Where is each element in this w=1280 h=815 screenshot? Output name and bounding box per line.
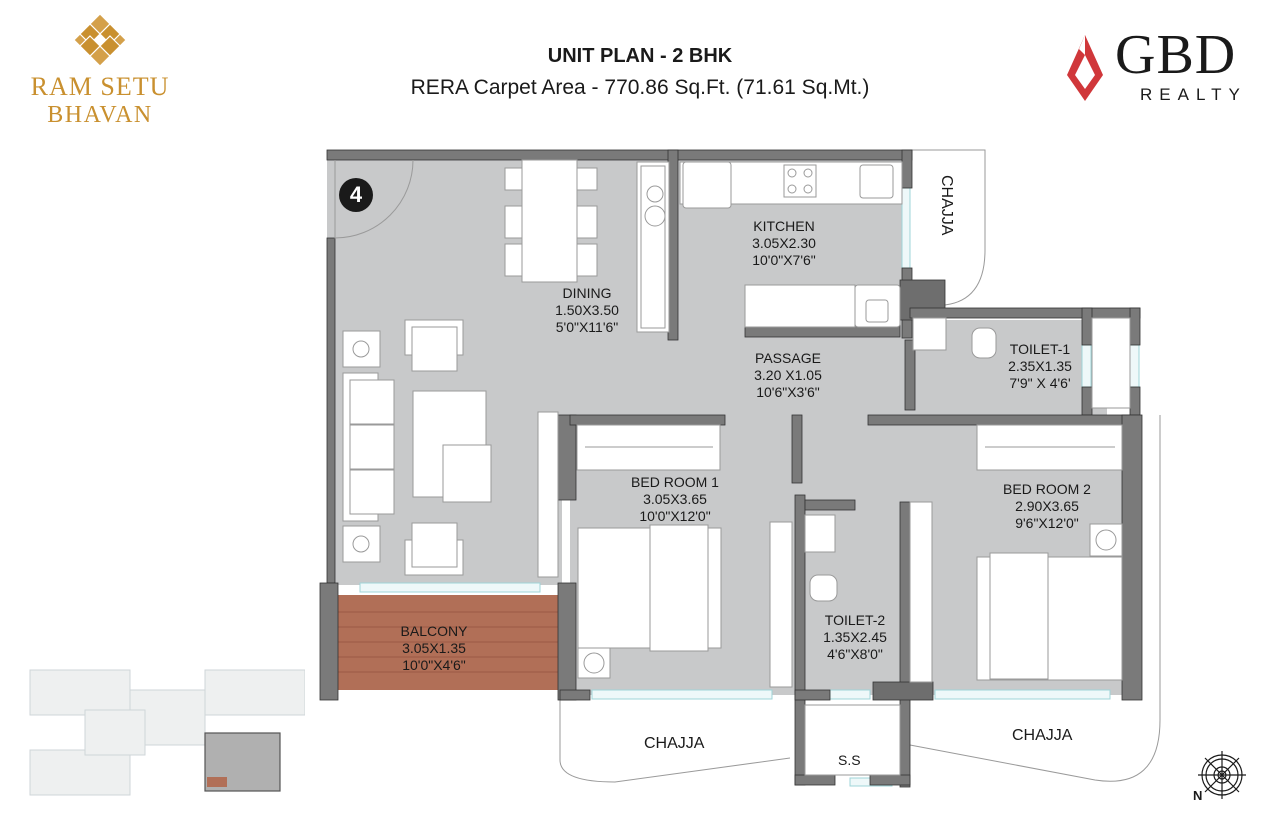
diamond-lattice-icon bbox=[73, 13, 127, 67]
chajja-label-left: CHAJJA bbox=[644, 735, 705, 752]
chajja-right-outline bbox=[909, 415, 1161, 782]
project-name-line2: BHAVAN bbox=[47, 102, 153, 128]
key-plan-thumbnail bbox=[29, 669, 305, 796]
highlighted-unit bbox=[204, 732, 281, 792]
bedroom2-furniture bbox=[909, 424, 1123, 683]
page-title: UNIT PLAN - 2 BHK bbox=[547, 45, 733, 67]
unit-number-badge: 4 bbox=[339, 178, 373, 212]
chajja-label-right: CHAJJA bbox=[1012, 727, 1073, 744]
project-logo: RAM SETU BHAVAN bbox=[20, 10, 180, 130]
bedroom1-furniture bbox=[576, 424, 793, 688]
project-name-line1: RAM SETU bbox=[30, 72, 170, 101]
title-block: UNIT PLAN - 2 BHK RERA Carpet Area - 770… bbox=[340, 44, 940, 102]
chajja-label-top: CHAJJA bbox=[938, 175, 955, 236]
carpet-area-subtitle: RERA Carpet Area - 770.86 Sq.Ft. (71.61 … bbox=[410, 76, 870, 99]
compass-north-label: N bbox=[1193, 788, 1203, 803]
developer-name: GBD bbox=[1115, 24, 1237, 86]
developer-tagline: REALTY bbox=[1140, 85, 1247, 104]
balcony-floor bbox=[338, 595, 560, 690]
living-furniture bbox=[342, 319, 559, 578]
red-diamond-icon bbox=[1067, 35, 1103, 101]
dining-furniture bbox=[504, 159, 598, 283]
toilet-fixtures bbox=[804, 317, 1131, 776]
kitchen-fittings bbox=[636, 161, 903, 333]
entrance-door-swing bbox=[334, 159, 414, 239]
service-shaft-label: S.S bbox=[838, 752, 861, 768]
compass-icon bbox=[1198, 751, 1246, 799]
developer-logo: GBD REALTY bbox=[1060, 25, 1260, 110]
chajja-top-outline bbox=[910, 149, 986, 306]
chajja-left-outline bbox=[559, 700, 791, 783]
